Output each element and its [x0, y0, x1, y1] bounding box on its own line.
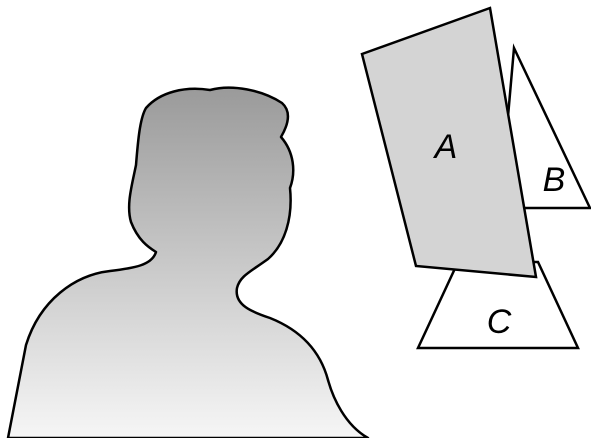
label-a: A [433, 128, 458, 166]
label-c: C [487, 303, 512, 341]
person-silhouette [6, 86, 370, 438]
label-b: B [543, 161, 566, 199]
panel-a [360, 6, 538, 279]
